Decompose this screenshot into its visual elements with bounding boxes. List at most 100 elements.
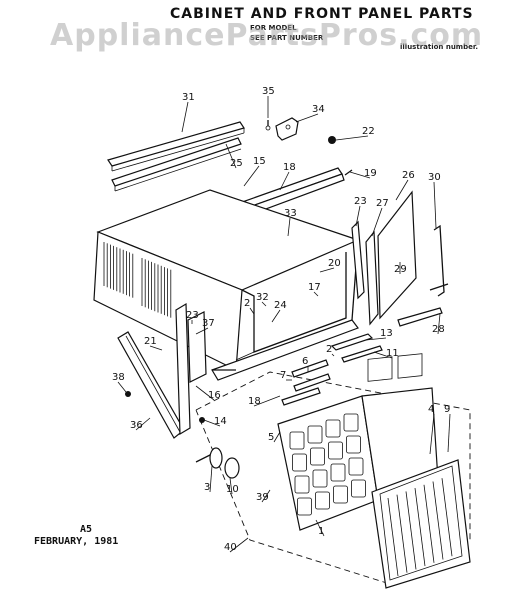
callout-c39: 39 (256, 492, 269, 503)
side-panel-26 (377, 190, 417, 320)
screw-38 (125, 391, 131, 397)
callout-leader-c25 (225, 143, 237, 169)
callout-leader-c38 (117, 381, 127, 393)
callout-c21: 21 (144, 336, 157, 347)
callout-c24: 24 (274, 300, 287, 311)
callout-leader-c20 (319, 267, 335, 273)
callout-c6: 6 (302, 356, 308, 367)
callout-c29: 29 (394, 264, 407, 275)
callout-leader-c16 (195, 385, 215, 401)
callout-c30: 30 (428, 172, 441, 183)
callout-leader-c9 (447, 413, 451, 453)
callout-c7: 7 (280, 370, 286, 381)
callout-leader-c15 (243, 165, 260, 187)
callout-c28: 28 (432, 324, 445, 335)
callout-leader-c19 (349, 171, 371, 179)
callout-leader-c14 (203, 419, 221, 427)
callout-leader-c18a (279, 171, 290, 191)
top-rail-19 (344, 169, 353, 176)
callout-leader-c21 (149, 345, 163, 351)
callout-leader-c3 (209, 465, 213, 493)
callout-c1: 1 (318, 526, 324, 537)
callout-c23b: 23 (186, 310, 199, 321)
callout-leader-c34 (295, 113, 319, 123)
screw-14 (199, 417, 205, 423)
callout-c16: 16 (208, 390, 221, 401)
callout-leader-c36 (135, 417, 151, 431)
callout-leader-c13 (365, 337, 387, 341)
control-knob-3 (195, 447, 223, 469)
callout-leader-c39 (261, 489, 271, 503)
callout-c18b: 18 (248, 396, 261, 407)
callout-c10: 10 (226, 484, 239, 495)
callout-leader-c40 (229, 537, 249, 553)
callout-c32: 32 (256, 292, 269, 303)
front-grille-1 (277, 353, 439, 531)
support-arm-36 (117, 331, 185, 439)
callout-c36: 36 (130, 420, 143, 431)
callout-leader-c2b (331, 353, 335, 357)
callout-c33: 33 (284, 208, 297, 219)
callout-c2b: 2 (326, 344, 332, 355)
front-panel-outline (195, 371, 471, 585)
callout-leader-c23a (355, 205, 361, 227)
callout-leader-c26 (395, 179, 409, 201)
callout-c27: 27 (376, 198, 389, 209)
side-bracket-30 (429, 224, 449, 297)
callout-c11: 11 (386, 348, 399, 359)
callout-c20: 20 (328, 258, 341, 269)
callout-c13: 13 (380, 328, 393, 339)
callout-c18a: 18 (283, 162, 296, 173)
upright-brace-23 (175, 302, 207, 436)
callout-leader-c30 (433, 181, 437, 229)
callout-c19: 19 (364, 168, 377, 179)
callout-c34: 34 (312, 104, 325, 115)
control-bracket-set (281, 333, 383, 406)
callout-c5: 5 (268, 432, 274, 443)
callout-leader-c22 (335, 135, 369, 141)
diagram-title: CABINET AND FRONT PANEL PARTS (170, 6, 474, 22)
callout-leader-c10 (229, 477, 233, 495)
callout-c22: 22 (362, 126, 375, 137)
callout-c3: 3 (204, 482, 210, 493)
callout-c31: 31 (182, 92, 195, 103)
footer-date: FEBRUARY, 1981 (34, 536, 119, 547)
callout-leader-c1 (315, 519, 325, 537)
callout-c35: 35 (262, 86, 275, 97)
callout-leader-c37 (195, 327, 209, 335)
callout-leader-c4 (429, 413, 435, 455)
callout-leader-c17a (313, 291, 319, 297)
callout-c2a: 2 (244, 298, 250, 309)
callout-leader-c32 (261, 301, 267, 307)
callout-leader-c28 (437, 313, 441, 335)
callout-leader-c31 (181, 101, 189, 133)
diagram-subtitle-model: FOR MODEL (250, 24, 297, 32)
knob-10 (224, 457, 240, 479)
callout-leader-c33 (287, 217, 291, 237)
callout-c38: 38 (112, 372, 125, 383)
diagram-subtitle-illustration: illustration number. (400, 43, 478, 51)
callout-c23a: 23 (354, 196, 367, 207)
callout-c40: 40 (224, 542, 237, 553)
callout-leader-c18b (253, 395, 281, 407)
top-rail-31 (107, 121, 245, 172)
side-strip-23 (351, 220, 365, 300)
diagram-subtitle-part-number: SEE PART NUMBER (250, 34, 324, 42)
screw-35 (265, 120, 271, 131)
air-filter-4 (371, 459, 471, 589)
callout-c14: 14 (214, 416, 227, 427)
callout-leader-c2a (249, 307, 255, 315)
callout-c25: 25 (230, 158, 243, 169)
rail-28 (397, 307, 443, 327)
callout-c17a: 17 (308, 282, 321, 293)
callout-leader-c24 (271, 309, 281, 323)
screw-22 (328, 136, 336, 144)
callout-c4: 4 (428, 404, 434, 415)
callout-c37: 37 (202, 318, 215, 329)
bracket-34 (275, 117, 299, 141)
side-strip-27 (365, 230, 379, 326)
footer-code: A5 (80, 524, 93, 535)
